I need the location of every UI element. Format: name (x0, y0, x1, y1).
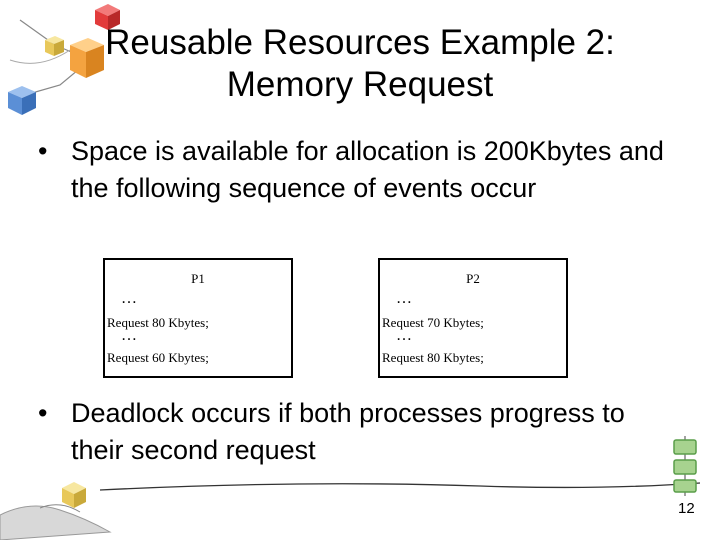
request-2: Request 80 Kbytes; (382, 350, 484, 365)
bullet-dot: • (38, 398, 48, 428)
request-1: Request 70 Kbytes; (382, 315, 484, 330)
bottom-divider-line (99, 482, 701, 491)
process-name: P2 (466, 271, 480, 286)
bullet-point: • Deadlock occurs if both processes prog… (38, 395, 671, 469)
yellow-cube-icon (62, 482, 86, 508)
title-line-2: Memory Request (226, 65, 494, 104)
red-cube-icon (95, 4, 120, 30)
ellipsis: … (121, 290, 138, 307)
process-box-p2: P2 … Request 70 Kbytes; … Request 80 Kby… (378, 258, 568, 378)
small-cube-icon (45, 36, 64, 56)
bullet-point: • Space is available for allocation is 2… (38, 133, 671, 207)
bullet-text: Space is available for allocation is 200… (71, 136, 664, 203)
hand-with-cube-illustration (0, 482, 112, 540)
chain-link-icon (673, 439, 697, 493)
chain-links-illustration (673, 436, 697, 496)
ellipsis: … (121, 327, 138, 344)
process-name: P1 (191, 271, 205, 286)
request-2: Request 60 Kbytes; (107, 350, 209, 365)
request-1: Request 80 Kbytes; (107, 315, 209, 330)
ellipsis: … (396, 327, 413, 344)
blue-cube-icon (8, 86, 36, 115)
decorative-cubes-illustration (8, 4, 120, 115)
slide-title: Reusable Resources Example 2: Memory Req… (40, 22, 680, 106)
process-box-p1: P1 … Request 80 Kbytes; … Request 60 Kby… (103, 258, 293, 378)
orange-cube-icon (70, 38, 104, 78)
ellipsis: … (396, 290, 413, 307)
bullet-dot: • (38, 136, 48, 166)
title-line-1: Reusable Resources Example 2: (105, 23, 615, 62)
page-number: 12 (678, 500, 695, 517)
bullet-text: Deadlock occurs if both processes progre… (71, 398, 625, 465)
